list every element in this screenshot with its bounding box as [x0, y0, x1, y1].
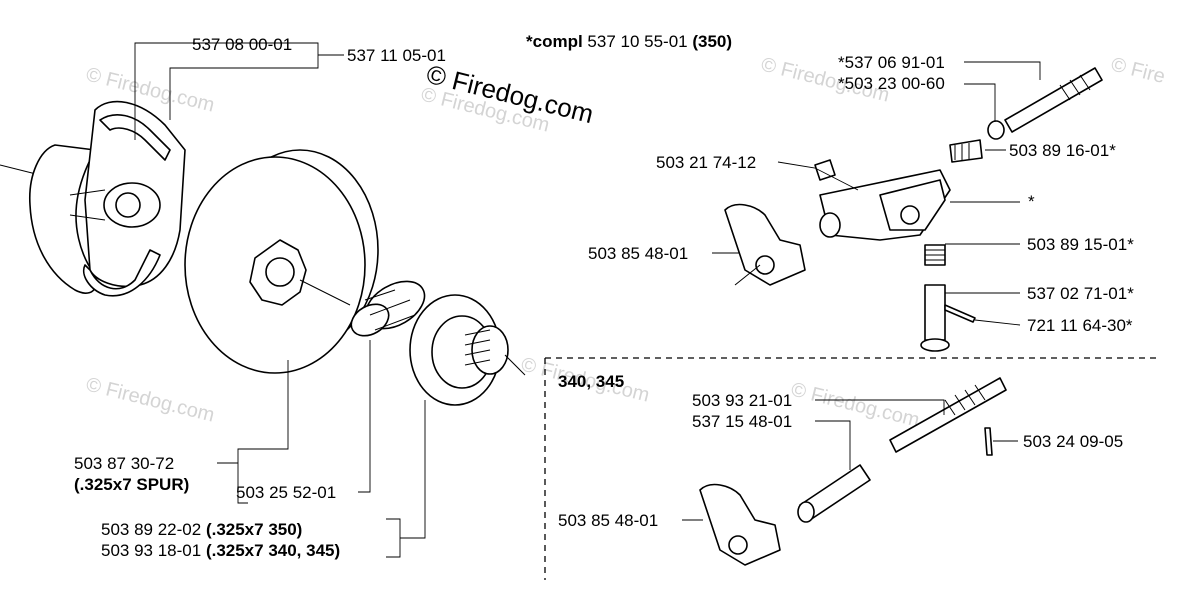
label-bracket-b: 503 85 48-01 [558, 511, 658, 530]
clutch-drum-drawing [184, 149, 379, 374]
rim-sprocket-drawing [409, 294, 526, 406]
shaft-340-345-drawing [699, 377, 1007, 566]
label-pump-spring-lower: 503 89 15-01* [1027, 235, 1134, 254]
compl-number: 537 10 55-01 [587, 32, 687, 51]
compl-note: *compl 537 10 55-01 (350) [526, 32, 732, 51]
label-pump-pin: 721 11 64-30* [1027, 316, 1133, 335]
rim-1-spec: (.325x7 350) [206, 520, 302, 539]
part-labels: 537 08 00-01 537 11 05-01 *compl 537 10 … [74, 32, 1134, 560]
label-drum-spec: (.325x7 SPUR) [74, 475, 189, 494]
label-pump-washer: *503 23 00-60 [838, 74, 945, 93]
label-pump-shaft: *537 06 91-01 [838, 53, 945, 72]
section-title: 340, 345 [558, 372, 624, 391]
label-pump-screw: 503 21 74-12 [656, 153, 756, 172]
label-pump-plunger: 537 02 71-01* [1027, 284, 1134, 303]
watermark-tile: © Firedog.com [84, 374, 217, 427]
label-shaft-b-1: 503 93 21-01 [692, 391, 792, 410]
clutch-shoe-drawing [0, 100, 186, 297]
watermark-tile: © Firedog.com [789, 379, 922, 432]
rim-1-number: 503 89 22-02 [101, 520, 201, 539]
oil-pump-drawing [724, 67, 1103, 352]
compl-prefix: *compl [526, 32, 583, 51]
needle-bearing-drawing [350, 280, 426, 337]
leader-lines [134, 42, 1041, 558]
label-pump-bracket: 503 85 48-01 [588, 244, 688, 263]
label-clutch-shoe: 537 08 00-01 [192, 35, 292, 54]
label-pin-b: 503 24 09-05 [1023, 432, 1123, 451]
label-rim-1: 503 89 22-02 (.325x7 350) [101, 520, 302, 539]
label-shaft-b-2: 537 15 48-01 [692, 412, 792, 431]
rim-2-spec: (.325x7 340, 345) [206, 541, 340, 560]
label-rim-2: 503 93 18-01 (.325x7 340, 345) [101, 541, 340, 560]
watermark-tile: © Fire [1109, 54, 1167, 89]
label-pump-body: * [1028, 192, 1035, 211]
label-pump-spring-top: 503 89 16-01* [1009, 141, 1116, 160]
label-needle-bearing: 503 25 52-01 [236, 483, 336, 502]
section-divider [544, 357, 1160, 580]
compl-model: (350) [692, 32, 732, 51]
label-drum-number: 503 87 30-72 [74, 454, 174, 473]
label-clutch-compl: 537 11 05-01 [347, 46, 446, 65]
rim-2-number: 503 93 18-01 [101, 541, 201, 560]
